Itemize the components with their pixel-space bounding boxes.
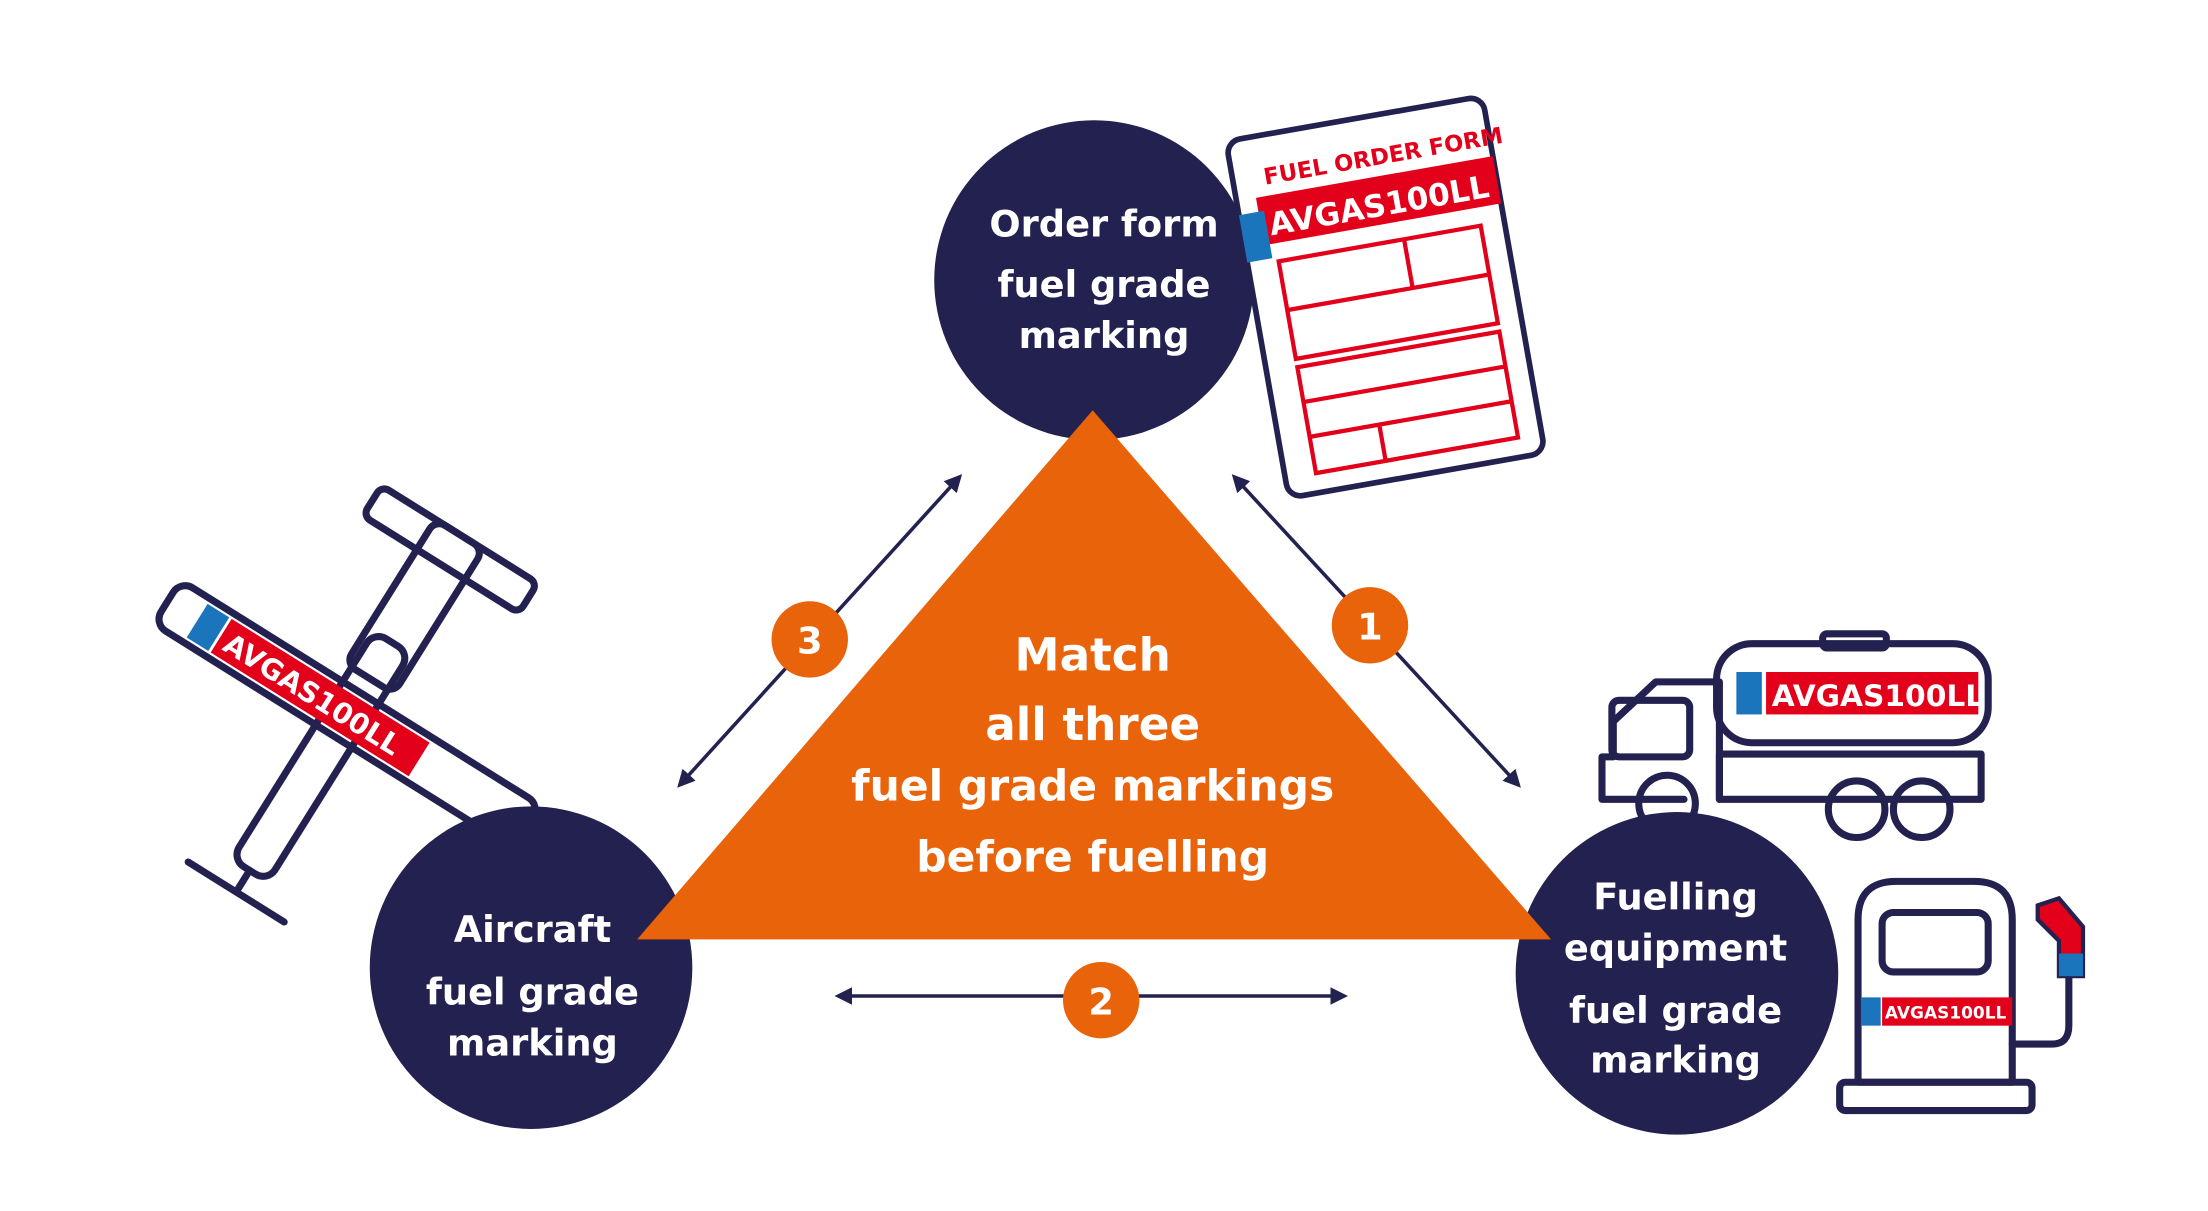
order-form-label-1: Order form [989, 202, 1218, 245]
order-form-label-2: fuel grade [997, 263, 1210, 306]
center-triangle [637, 410, 1552, 940]
order-form-label-3: marking [1019, 314, 1190, 357]
order-form-node [934, 120, 1254, 440]
aircraft-label-3: marking [447, 1021, 618, 1064]
center-line-1: Match [1015, 629, 1171, 682]
truck-grade-label: AVGAS100LL [1772, 679, 1985, 714]
fuelling-label-3: fuel grade [1569, 989, 1782, 1032]
fuelling-label-2: equipment [1564, 927, 1787, 970]
step-badge-2: 2 [1062, 962, 1140, 1039]
aircraft-label-2: fuel grade [426, 970, 639, 1013]
aircraft-label-1: Aircraft [454, 908, 611, 951]
center-line-4: before fuelling [916, 833, 1269, 882]
plane-grade-label: AVGAS100LL [217, 627, 406, 762]
fuelling-label-1: Fuelling [1593, 876, 1758, 919]
pump-grade-label: AVGAS100LL [1885, 1004, 2007, 1024]
aircraft-node [369, 806, 693, 1129]
center-line-2: all three [985, 698, 1200, 751]
fuel-truck-icon: AVGAS100LL [1598, 630, 1992, 842]
step-badge-3: 3 [771, 601, 848, 678]
fuel-pump-icon: AVGAS100LL [1836, 877, 2086, 1115]
step-badge-1: 1 [1331, 587, 1409, 664]
center-line-3: fuel grade markings [851, 763, 1334, 812]
fuelling-label-4: marking [1590, 1038, 1761, 1081]
svg-text:1: 1 [1357, 605, 1383, 648]
svg-text:3: 3 [797, 620, 823, 663]
fuelling-node [1515, 812, 1839, 1135]
svg-text:2: 2 [1088, 980, 1114, 1023]
fuel-order-form-icon: FUEL ORDER FORM AVGAS100LL [1225, 95, 1546, 499]
